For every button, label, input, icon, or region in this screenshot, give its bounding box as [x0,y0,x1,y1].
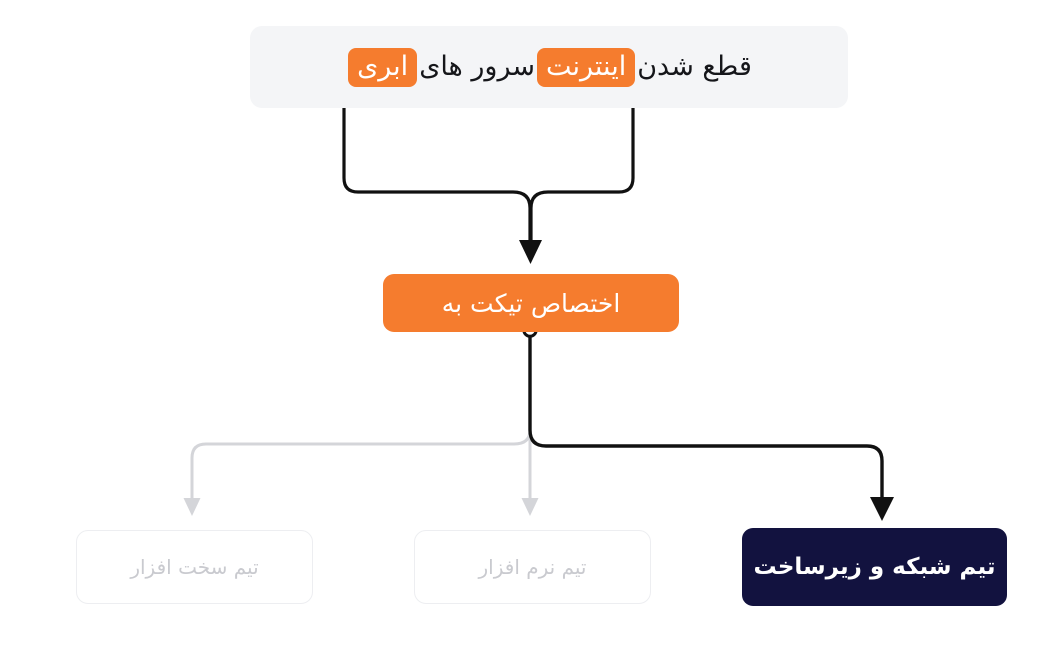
arrowhead-to-team-hardware [183,498,201,516]
connector-action-to-branches [183,322,894,521]
connector-trigger-left-leg [342,106,532,244]
trigger-text-before: قطع شدن [637,50,752,82]
connector-trigger-right-leg [529,106,635,244]
outcome-node-team-hardware[interactable]: تیم سخت افزار [76,530,313,604]
trigger-chip-cloud[interactable]: ابری [348,47,418,88]
arrowhead-to-action [519,240,542,264]
arrowhead-to-team-network [870,497,894,521]
outcome-node-team-software[interactable]: تیم نرم افزار [414,530,651,604]
trigger-chip-internet[interactable]: اینترنت [536,47,636,88]
connector-branch-network [528,332,884,502]
trigger-node[interactable]: قطع شدناینترنتسرور هایابری [250,26,848,108]
connector-trigger-to-action [342,106,635,264]
trigger-text-middle: سرور های [419,50,535,82]
action-node-label: اختصاص تیکت به [441,288,621,318]
outcome-label-team-software: تیم نرم افزار [478,555,587,579]
outcome-label-team-network: تیم شبکه و زیرساخت [753,554,996,580]
outcome-label-team-hardware: تیم سخت افزار [130,555,259,579]
connector-branch-hardware [190,330,532,502]
action-node[interactable]: اختصاص تیکت به [383,274,679,332]
trigger-node-text: قطع شدناینترنتسرور هایابری [346,47,752,88]
arrowhead-to-team-software [521,498,539,516]
outcome-node-team-network[interactable]: تیم شبکه و زیرساخت [742,528,1007,606]
